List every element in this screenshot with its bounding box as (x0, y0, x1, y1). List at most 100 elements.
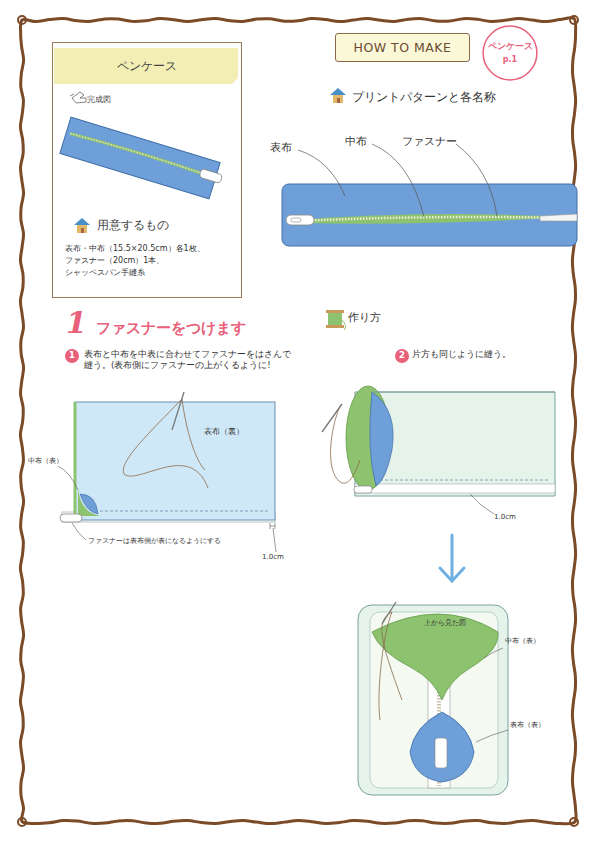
finished-pencase-part (60, 117, 220, 199)
step2-illustration-part (355, 484, 555, 493)
spool-icon (326, 310, 346, 330)
house-icon-part (77, 225, 87, 233)
part-label: 中布 (345, 135, 367, 150)
border-curl (570, 16, 578, 24)
leader-line-part (298, 150, 345, 196)
step2-illustration-part (354, 486, 372, 493)
top-view-illustration-part (358, 605, 508, 795)
step1-illustration-part (273, 528, 276, 552)
node-text: 用意するもの (97, 217, 169, 233)
part-label: 表布（裏） (204, 427, 244, 438)
border-curl (18, 16, 26, 24)
badge-outline (482, 25, 538, 81)
step2-illustration-part (372, 392, 555, 393)
title-badge: HOW TO MAKE (335, 33, 470, 62)
down-arrow-part (440, 568, 464, 581)
step1-illustration-part (123, 399, 208, 488)
finished-pencase-part (199, 168, 223, 183)
pattern-pencase-part (300, 217, 566, 221)
finished-pencase-part (70, 132, 212, 177)
step1-illustration-part (58, 466, 78, 490)
finished-pencase (60, 117, 226, 201)
badge-circle (483, 26, 537, 80)
spool-icon-part (326, 310, 344, 313)
instruction-text: 表布と中布を中表に合わせてファスナーをはさんで 縫う。(表布側にファスナーの上が… (84, 349, 319, 372)
house-icon-part (337, 98, 340, 103)
hand-icon-part (72, 92, 86, 103)
step1-illustration-part (182, 399, 205, 470)
part-label: 表布（表） (510, 721, 545, 730)
top-view-illustration-part (382, 612, 402, 700)
part-label: 中布（表） (28, 457, 63, 466)
down-arrow (440, 535, 464, 581)
step-number-circle: 1 (65, 349, 79, 363)
house-icon-part (81, 228, 84, 233)
part-label: 中布（表） (505, 637, 540, 646)
house-icon (74, 218, 90, 233)
top-view-illustration-part (372, 614, 498, 700)
top-view-illustration-part (370, 612, 498, 788)
hand-icon-part (70, 94, 74, 96)
page-badge: ペンケース p.1 (482, 25, 538, 81)
page-border (20, 18, 576, 824)
top-view-illustration-part (476, 730, 508, 742)
step2-illustration-part (331, 406, 360, 483)
node-heading: 1 (65, 350, 79, 362)
step2-illustration-part (365, 480, 548, 481)
spool-icon-part (328, 312, 342, 326)
section-heading: プリントパターンと各名称 (352, 89, 496, 105)
node-text: 表布・中布（15.5×20.5cm）各1枚、 ファスナー（20cm）1本、 シャ… (65, 243, 237, 279)
top-view-illustration-part (379, 612, 392, 720)
step1-illustration-part (80, 494, 98, 514)
part-label: ファスナーは表布側が表になるようにする (88, 537, 221, 546)
node-text: 完成図 (87, 95, 111, 106)
hand-icon (70, 92, 86, 103)
pattern-pencase-part (291, 218, 301, 222)
node-heading: HOW TO MAKE (336, 40, 469, 57)
top-view-illustration (358, 602, 508, 795)
top-view-illustration-part (410, 712, 474, 782)
part-label: ファスナー (402, 135, 457, 150)
step-number-circle: 2 (395, 349, 409, 363)
step1-illustration-part (72, 523, 86, 540)
instruction-text: 片方も同じように縫う。 (412, 349, 572, 360)
section-heading: 作り方 (348, 311, 381, 326)
part-label: 1.0cm (262, 553, 284, 562)
materials-panel: ペンケース完成図用意するもの表布・中布（15.5×20.5cm）各1枚、 ファス… (52, 42, 242, 298)
leader-line (298, 144, 497, 217)
border-curl (570, 818, 578, 826)
border-curl (18, 818, 26, 826)
house-icon-part (330, 88, 346, 95)
node-heading: 2 (395, 350, 409, 362)
node-text: p.1 (482, 55, 538, 66)
pattern-pencase-part (540, 214, 577, 221)
house-icon-part (74, 218, 90, 225)
finished-pencase-part (70, 132, 212, 177)
step1-illustration-part (172, 392, 184, 430)
step2-illustration (322, 386, 555, 514)
node-heading: ペンケース (482, 41, 538, 52)
leader-line-part (372, 144, 424, 217)
pattern-pencase (282, 184, 577, 246)
step2-illustration-part (370, 392, 393, 486)
house-icon-part (333, 95, 343, 103)
top-view-illustration-part (484, 648, 503, 658)
step1-illustration-part (100, 511, 270, 512)
node-heading: ペンケース (53, 58, 241, 74)
leader-line-part (456, 144, 497, 216)
page-frame (18, 16, 578, 826)
top-view-illustration-part (435, 738, 447, 768)
pattern-pencase-part (296, 214, 568, 224)
spool-icon-part (342, 320, 346, 330)
step-heading: ファスナーをつけます (96, 318, 246, 338)
top-view-illustration-part (382, 602, 396, 624)
step1-illustration-part (60, 514, 82, 522)
pattern-pencase-part (286, 215, 314, 225)
pattern-pencase-part (282, 184, 577, 246)
step1-illustration-part (74, 402, 77, 520)
step2-illustration-part (355, 392, 555, 496)
down-arrow-part (451, 535, 454, 580)
